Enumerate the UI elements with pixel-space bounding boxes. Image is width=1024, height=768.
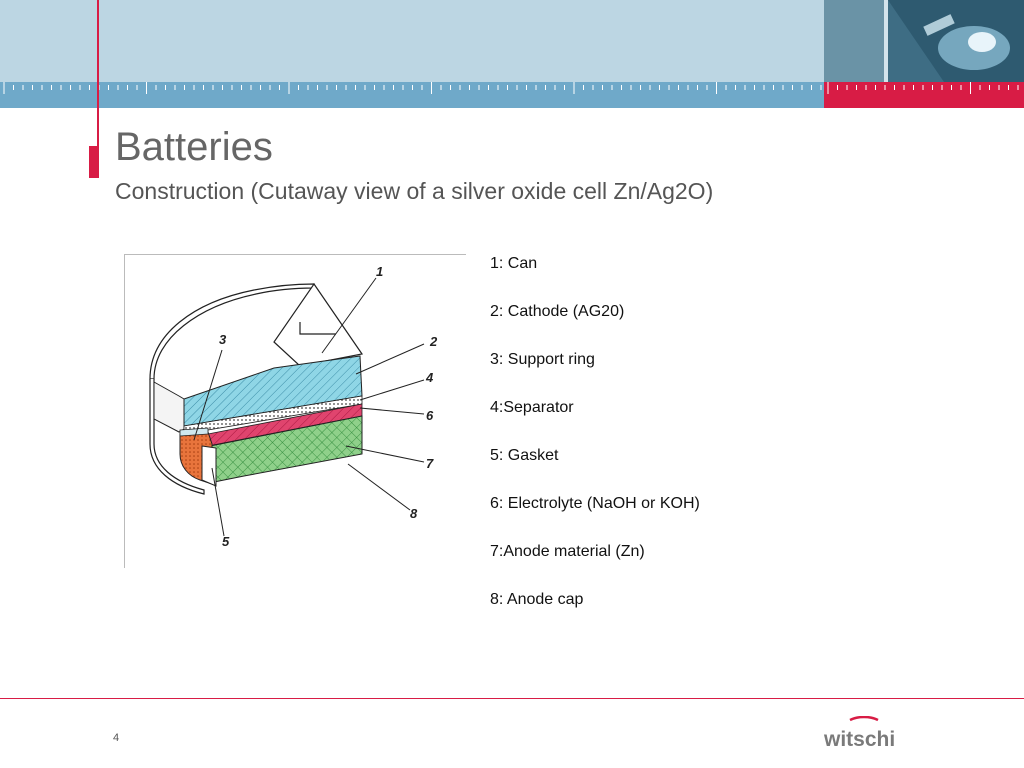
legend-item: 5: Gasket — [490, 447, 559, 464]
accent-vertical-line — [97, 0, 99, 150]
witschi-logo: witschi — [822, 715, 898, 756]
legend-item: 1: Can — [490, 255, 538, 272]
legend-item: 4:Separator — [490, 399, 574, 416]
accent-bar — [89, 146, 99, 178]
slide-title: Batteries — [115, 125, 273, 169]
callout-number-7: 7 — [426, 456, 434, 471]
legend-item: 6: Electrolyte (NaOH or KOH) — [490, 495, 700, 512]
callout-number-8: 8 — [410, 506, 418, 521]
callout-number-1: 1 — [376, 264, 384, 279]
legend-item: 7:Anode material (Zn) — [490, 543, 645, 560]
slide-subtitle: Construction (Cutaway view of a silver o… — [115, 178, 714, 204]
page-number: 4 — [113, 732, 120, 744]
footer-divider — [0, 698, 1024, 699]
header-photo — [824, 0, 1024, 82]
callout-number-2: 2 — [430, 334, 438, 349]
callout-number-5: 5 — [222, 534, 230, 549]
header-red-ruler — [824, 82, 1024, 108]
header-ruler — [0, 82, 824, 108]
legend-item: 2: Cathode (AG20) — [490, 303, 625, 320]
callout-number-4: 4 — [426, 370, 434, 385]
callout-number-6: 6 — [426, 408, 434, 423]
callout-number-3: 3 — [219, 332, 227, 347]
svg-text:witschi: witschi — [823, 728, 895, 751]
legend-item: 8: Anode cap — [490, 591, 584, 608]
header-band — [0, 0, 824, 82]
cell-cutaway-figure: 1 2 3 4 5 6 7 8 — [124, 254, 466, 568]
legend-item: 3: Support ring — [490, 351, 595, 368]
parts-legend: 1: Can 2: Cathode (AG20) 3: Support ring… — [490, 252, 700, 636]
